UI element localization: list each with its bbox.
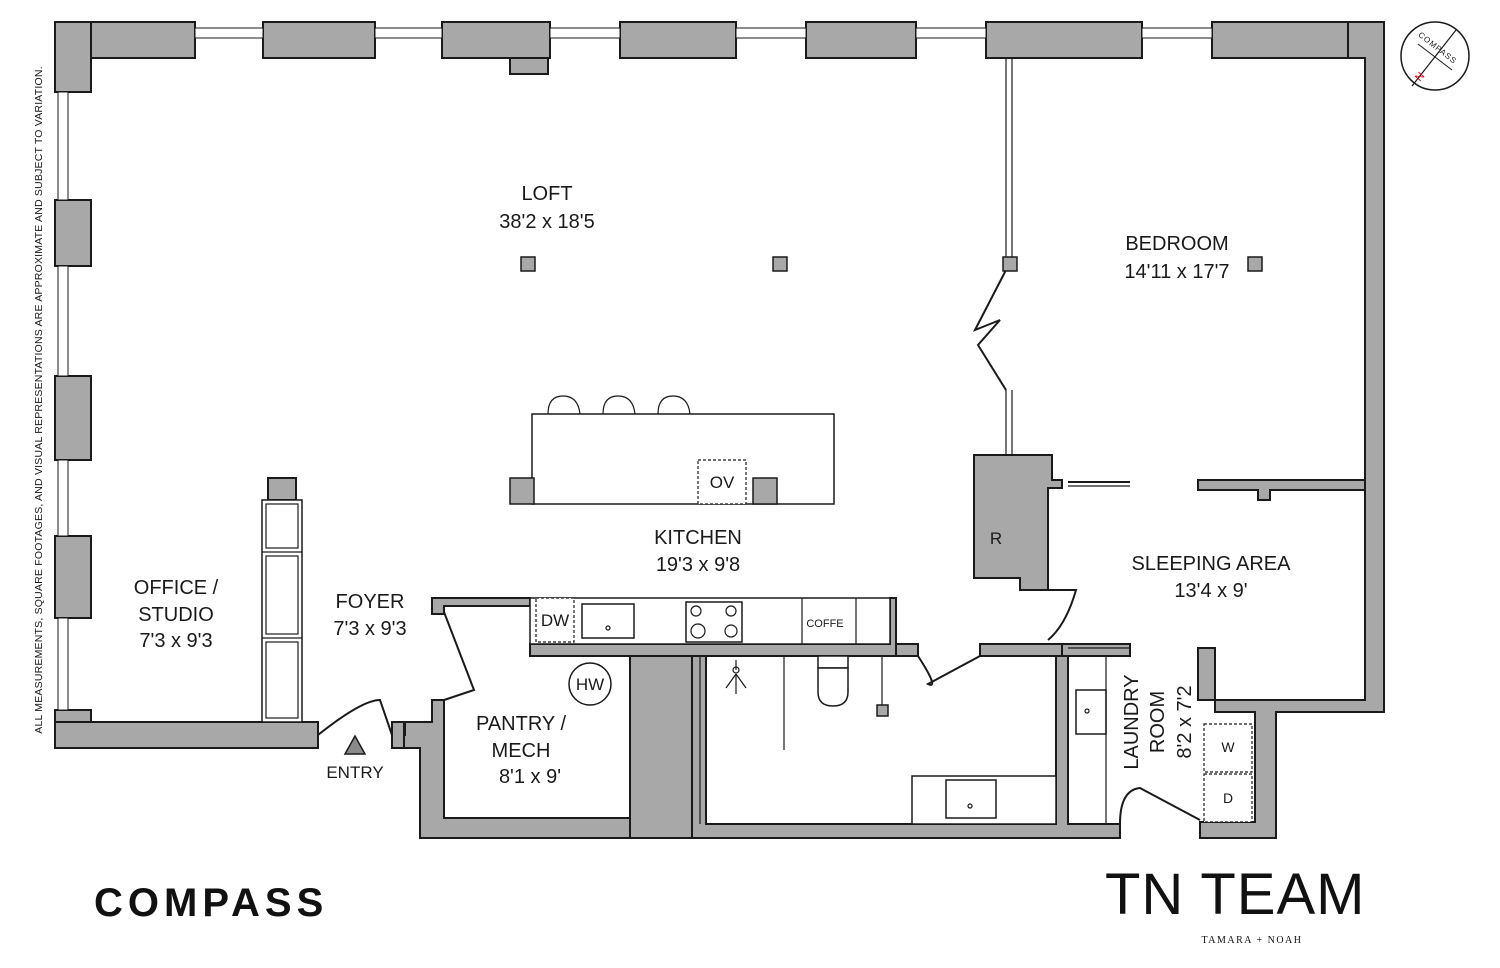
foyer-name: FOYER	[336, 591, 405, 613]
laundry-size: 8'2 x 7'2	[1174, 685, 1196, 758]
loft-size: 38'2 x 18'5	[499, 211, 595, 233]
sleeping-area-size: 13'4 x 9'	[1174, 580, 1247, 602]
pantry-size: 8'1 x 9'	[499, 766, 561, 788]
room-labels: LOFT 38'2 x 18'5 BEDROOM 14'11 x 17'7 KI…	[134, 183, 1291, 788]
coffee-label: COFFE	[806, 618, 843, 630]
compass-rose-icon: N COMPASS	[1400, 21, 1470, 91]
loft-name: LOFT	[521, 183, 572, 205]
exterior-walls	[54, 21, 1385, 839]
office-size: 7'3 x 9'3	[139, 630, 212, 652]
compass-logo: COMPASS	[94, 881, 328, 925]
branding: COMPASS TN TEAM TAMARA + NOAH	[94, 862, 1366, 946]
bathroom	[699, 655, 1057, 825]
bedroom-size: 14'11 x 17'7	[1124, 261, 1229, 283]
disclaimer-text: ALL MEASUREMENTS, SQUARE FOOTAGES, AND V…	[33, 66, 45, 733]
washer-label: W	[1221, 739, 1235, 755]
windows	[57, 27, 1213, 711]
kitchen-island	[509, 395, 835, 505]
entry-marker: ENTRY	[326, 734, 384, 782]
team-members: TAMARA + NOAH	[1201, 935, 1302, 946]
pantry-name-line2: MECH	[492, 740, 551, 762]
entry-label: ENTRY	[326, 763, 383, 782]
pantry-name-line1: PANTRY /	[476, 713, 566, 735]
office-name-line2: STUDIO	[138, 604, 214, 626]
bedroom-name: BEDROOM	[1125, 233, 1228, 255]
foyer-size: 7'3 x 9'3	[333, 618, 406, 640]
water-heater-label: HW	[576, 675, 604, 694]
kitchen-size: 19'3 x 9'8	[656, 554, 740, 576]
entry-arrow-icon	[343, 734, 367, 755]
dryer-label: D	[1223, 790, 1233, 806]
fixture-labels: OV R DW COFFE HW W D	[541, 473, 1236, 806]
office-name-line1: OFFICE /	[134, 577, 219, 599]
kitchen-counter	[529, 597, 891, 645]
tn-team-logo: TN TEAM	[1105, 862, 1366, 927]
kitchen-name: KITCHEN	[654, 527, 742, 549]
doors	[317, 481, 1201, 825]
dishwasher-label: DW	[541, 611, 569, 630]
refrigerator-label: R	[990, 529, 1002, 548]
sleeping-area-name: SLEEPING AREA	[1132, 553, 1292, 575]
laundry-name-line2: ROOM	[1147, 691, 1169, 753]
laundry-name-line1: LAUNDRY	[1121, 674, 1143, 769]
laundry-fixtures	[1075, 656, 1253, 824]
water-heater	[568, 662, 612, 706]
oven-label: OV	[710, 473, 735, 492]
structural-columns	[520, 256, 1263, 272]
